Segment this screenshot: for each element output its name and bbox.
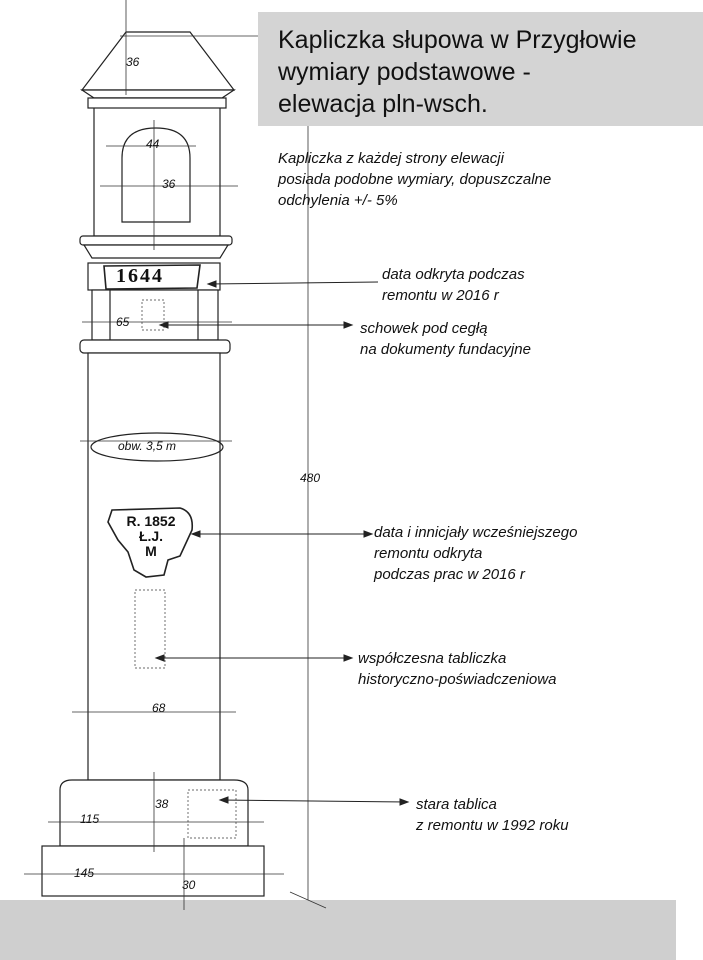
dim-plinth-width: 145 — [74, 866, 95, 880]
plinth — [41, 845, 265, 897]
note-line-3: odchylenia +/- 5% — [278, 192, 398, 209]
modern-plaque-outline — [134, 589, 166, 669]
stone-line-2: Ł.J. — [138, 528, 164, 544]
dim-box-width: 65 — [116, 315, 130, 329]
dim-niche-width: 36 — [162, 177, 176, 191]
year-inscription: 1644 — [116, 265, 164, 287]
stone-line-1: R. 1852 — [126, 513, 176, 529]
dim-roof-width: 36 — [126, 55, 140, 69]
dim-plinth-height: 30 — [182, 878, 196, 892]
roof-cornice — [80, 89, 236, 99]
circumference-ellipse — [90, 432, 224, 462]
annotation-date-plaque: data odkryta podczas remontu w 2016 r — [382, 266, 525, 304]
tolerance-note: Kapliczka z każdej strony elewacji posia… — [278, 148, 551, 211]
annotation-stone: data i innicjały wcześniejszego remontu … — [374, 524, 578, 583]
title-line-3: elewacja pln-wsch. — [278, 90, 488, 118]
annotation-modern-plaque: współczesna tabliczka historyczno-poświa… — [358, 650, 557, 688]
plaque-stone — [103, 264, 201, 290]
dim-base-height: 38 — [155, 797, 169, 811]
dim-total-height: 480 — [300, 471, 321, 485]
roof — [80, 31, 236, 91]
title-line-1: Kapliczka słupowa w Przygłowie — [278, 26, 637, 54]
dim-niche-top: 44 — [146, 137, 160, 151]
shaft-cornice — [79, 339, 231, 354]
lantern-top-band — [87, 97, 227, 109]
dim-circumference: obw. 3,5 m — [118, 439, 177, 453]
cache-box — [91, 289, 219, 341]
lantern-base-band — [79, 235, 233, 246]
title-line-2: wymiary podstawowe - — [278, 58, 531, 86]
cache-brick — [141, 299, 165, 331]
note-line-2: posiada podobne wymiary, dopuszczalne — [278, 171, 552, 188]
stone-inscription: R. 1852 Ł.J. M — [112, 514, 190, 559]
dim-base-width: 115 — [80, 812, 100, 826]
annotation-cache: schowek pod cegłą na dokumenty fundacyjn… — [360, 320, 531, 358]
dim-shaft-width: 68 — [152, 701, 166, 715]
ground-band — [0, 900, 676, 960]
stone-1852 — [107, 507, 194, 578]
note-line-1: Kapliczka z każdej strony elewacji — [278, 150, 504, 167]
title-box: Kapliczka słupowa w Przygłowie wymiary p… — [258, 12, 703, 126]
annotation-old-plaque: stara tablica z remontu w 1992 roku — [416, 796, 569, 834]
stone-line-3: M — [145, 543, 157, 559]
lantern-base-moulding — [82, 244, 230, 259]
old-plaque-outline — [187, 789, 237, 839]
